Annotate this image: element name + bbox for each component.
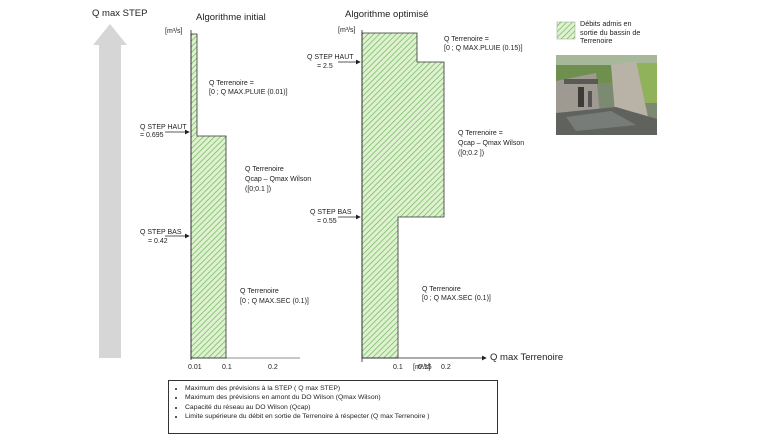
q-max-step-arrow: [93, 24, 127, 358]
initial-step-haut-label: Q STEP HAUT: [140, 124, 187, 131]
initial-x-tick: 0.2: [268, 364, 278, 371]
optimized-ann-mid-2: Qcap – Qmax Wilson: [458, 140, 525, 147]
legend-box: Maximum des prévisions à la STEP ( Q max…: [168, 380, 498, 434]
initial-ann-top-1: Q Terrenoire =: [209, 80, 254, 87]
optimized-step-haut-value: = 2.5: [317, 63, 333, 70]
legend-item: Maximum des prévisions en amont du DO Wi…: [185, 393, 497, 402]
initial-ann-mid-1: Q Terrenoire: [245, 166, 284, 173]
legend-swatch: [556, 21, 576, 40]
optimized-x-tick: 0.2: [441, 364, 451, 371]
initial-x-tick: 0.1: [222, 364, 232, 371]
initial-ann-low-1: Q Terrenoire: [240, 288, 279, 295]
legend-item: Capacité du réseau au DO Wilson (Qcap): [185, 403, 497, 412]
legend-item: Limite supérieure du débit en sortie de …: [185, 412, 497, 421]
initial-step-bas-value: = 0.42: [148, 238, 168, 245]
optimized-x-tick: 0.15: [418, 364, 432, 371]
initial-ann-top-2: [0 ; Q MAX.PLUIE (0.01)]: [209, 89, 288, 96]
optimized-step-bas-label: Q STEP BAS: [310, 209, 352, 216]
optimized-admitted-flow-area: [361, 32, 445, 359]
optimized-ann-mid-3: ([0;0.2 ]): [458, 150, 485, 157]
initial-x-tick: 0.01: [188, 364, 202, 371]
y-axis-label: Q max STEP: [92, 8, 148, 19]
initial-ann-mid-2: Qcap – Qmax Wilson: [245, 176, 312, 183]
legend-item: Maximum des prévisions à la STEP ( Q max…: [185, 384, 497, 393]
optimized-ann-mid-1: Q Terrenoire =: [458, 130, 503, 137]
unit-left: [m³/s]: [165, 28, 183, 35]
optimized-step-bas-value: = 0.55: [317, 218, 337, 225]
optimized-title: Algorithme optimisé: [345, 9, 429, 20]
unit-bottom: [m³/s]: [413, 364, 431, 371]
initial-title: Algorithme initial: [196, 12, 266, 23]
optimized-ann-low-2: [0 ; Q MAX.SEC (0.1)]: [422, 295, 491, 302]
initial-step-haut-value: = 0.695: [140, 132, 164, 139]
unit-right: [m³/s]: [338, 27, 356, 34]
optimized-ann-low-1: Q Terrenoire: [422, 286, 461, 293]
x-axis-label: Q max Terrenoire: [490, 352, 564, 363]
basin-photo: [556, 55, 657, 135]
optimized-ann-top-1: Q Terrenoire =: [444, 36, 489, 43]
initial-ann-mid-3: ([0;0.1 ]): [245, 186, 272, 193]
optimized-ann-top-2: [0 ; Q MAX.PLUIE (0.15)]: [444, 45, 523, 52]
optimized-step-haut-label: Q STEP HAUT: [307, 54, 354, 61]
initial-step-bas-label: Q STEP BAS: [140, 229, 182, 236]
legend-swatch-label: Débits admis en sortie du bassin de Terr…: [580, 19, 641, 45]
initial-ann-low-2: [0 ; Q MAX.SEC (0.1)]: [240, 298, 309, 305]
optimized-x-tick: 0.1: [393, 364, 403, 371]
